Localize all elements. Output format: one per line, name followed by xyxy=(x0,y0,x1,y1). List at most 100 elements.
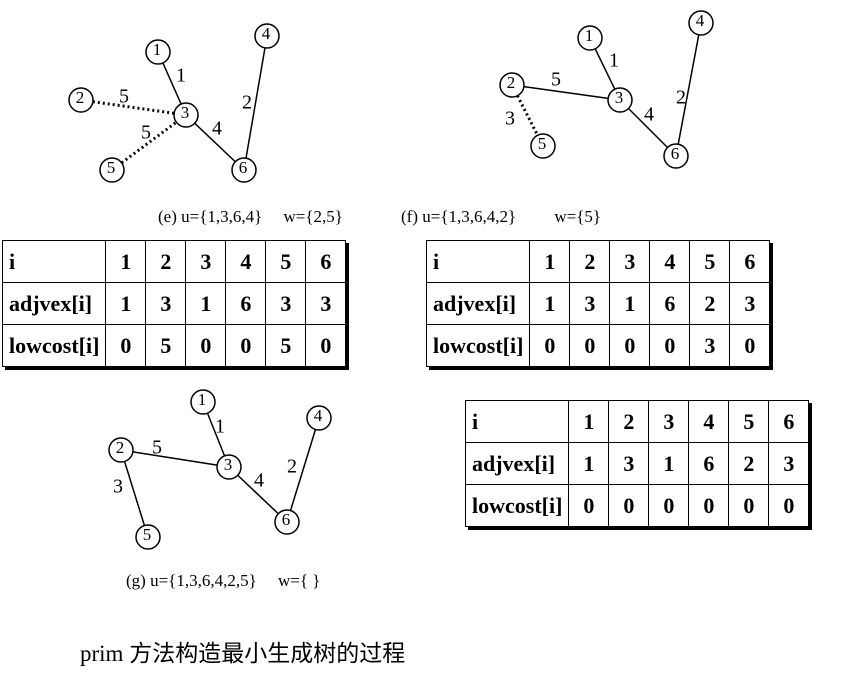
graph_f-edge-3-6 xyxy=(627,107,669,149)
graph_e-node-label: 4 xyxy=(262,24,271,43)
table-cell: 3 xyxy=(768,442,810,485)
graph_g-node-label: 2 xyxy=(116,438,125,457)
graph_g-edge-weight: 2 xyxy=(287,456,297,478)
graph_f-edge-weight: 4 xyxy=(644,104,654,126)
graph_e-node-label: 5 xyxy=(107,158,116,177)
table-cell: 0 xyxy=(609,324,651,367)
graph_g-edge-2-5 xyxy=(123,461,146,526)
graph_g-node-label: 6 xyxy=(282,510,291,529)
table-cell: 3 xyxy=(569,282,611,325)
header-cell: 4 xyxy=(649,240,691,283)
graph_e-node-label: 6 xyxy=(239,158,248,177)
table-cell: 2 xyxy=(689,282,731,325)
row-label: adjvex[i] xyxy=(425,282,531,325)
graph_g-node-5 xyxy=(135,524,161,550)
graph_f-node-label: 2 xyxy=(507,73,516,92)
graph_e-edge-2-3 xyxy=(92,100,175,115)
graph_f-edge-2-5 xyxy=(516,95,539,136)
table-cell: 2 xyxy=(728,442,770,485)
table-cell: 0 xyxy=(225,324,267,367)
table-cell: 1 xyxy=(105,282,147,325)
graph_f-edge-2-3 xyxy=(523,85,609,100)
header-cell: 4 xyxy=(225,240,267,283)
table-cell: 1 xyxy=(648,442,690,485)
table-cell: 0 xyxy=(728,484,770,527)
header-cell: 6 xyxy=(768,400,810,443)
table-cell: 3 xyxy=(608,442,650,485)
header-cell: 6 xyxy=(305,240,347,283)
graph_g-edge-weight: 5 xyxy=(152,437,162,459)
graph_e-edge-4-6 xyxy=(245,47,266,159)
caption-g: (g) u={1,3,6,4,2,5} w={ } xyxy=(126,571,321,590)
row-label: i xyxy=(1,240,107,283)
row-label: i xyxy=(425,240,531,283)
table-cell: 0 xyxy=(648,484,690,527)
graph_e-edge-3-6 xyxy=(194,122,236,163)
table-cell: 3 xyxy=(729,282,771,325)
table-cell: 5 xyxy=(145,324,187,367)
header-cell: 2 xyxy=(608,400,650,443)
graph_f-node-2 xyxy=(499,72,525,98)
table-cell: 0 xyxy=(768,484,810,527)
graph_f-edge-weight: 2 xyxy=(676,87,686,109)
table-cell: 0 xyxy=(305,324,347,367)
table-cell: 1 xyxy=(185,282,227,325)
graph_f-node-label: 1 xyxy=(585,26,594,45)
header-cell: 1 xyxy=(529,240,571,283)
graph_e-node-6 xyxy=(231,157,257,183)
graph_e-edge-weight: 1 xyxy=(176,65,186,87)
row-label: lowcost[i] xyxy=(1,324,107,367)
header-cell: 5 xyxy=(728,400,770,443)
header-cell: 4 xyxy=(688,400,730,443)
graph_e-node-5 xyxy=(99,157,125,183)
table-cell: 1 xyxy=(609,282,651,325)
graph_e-node-4 xyxy=(254,23,280,49)
table-cell: 0 xyxy=(729,324,771,367)
graph_e-edge-weight: 5 xyxy=(141,122,151,144)
graph_f-node-3 xyxy=(607,87,633,113)
header-cell: 3 xyxy=(648,400,690,443)
header-cell: 5 xyxy=(265,240,307,283)
header-cell: 1 xyxy=(105,240,147,283)
graph_e-node-label: 3 xyxy=(181,103,190,122)
graph_f-node-label: 6 xyxy=(671,144,680,163)
graph_g-edge-2-3 xyxy=(132,451,218,466)
graph_e-node-3 xyxy=(173,102,199,128)
table-cell: 0 xyxy=(688,484,730,527)
graph_g-node-6 xyxy=(274,509,300,535)
graph_e-node-label: 1 xyxy=(153,40,162,59)
graph_f-node-label: 4 xyxy=(696,11,705,30)
graph_g-node-label: 4 xyxy=(314,406,323,425)
graph_g-node-label: 3 xyxy=(224,455,233,474)
header-cell: 3 xyxy=(609,240,651,283)
graph_g-node-4 xyxy=(306,405,332,431)
table-cell: 0 xyxy=(649,324,691,367)
graph_f-node-5 xyxy=(530,133,556,159)
graph_g-node-3 xyxy=(216,454,242,480)
graph_e-edge-weight: 2 xyxy=(242,92,252,114)
graph_g-node-2 xyxy=(108,437,134,463)
graph_g-edge-4-6 xyxy=(289,429,317,511)
graph_g-edge-3-6 xyxy=(237,474,279,515)
graph_g-node-label: 5 xyxy=(143,525,152,544)
table-cell: 0 xyxy=(568,484,610,527)
row-label: i xyxy=(464,400,570,443)
table-cell: 6 xyxy=(225,282,267,325)
graph_f-edge-weight: 3 xyxy=(505,108,515,130)
table-cell: 1 xyxy=(568,442,610,485)
table-cell: 3 xyxy=(689,324,731,367)
graph_f-edge-weight: 1 xyxy=(609,50,619,72)
graph_f-node-4 xyxy=(688,10,714,36)
